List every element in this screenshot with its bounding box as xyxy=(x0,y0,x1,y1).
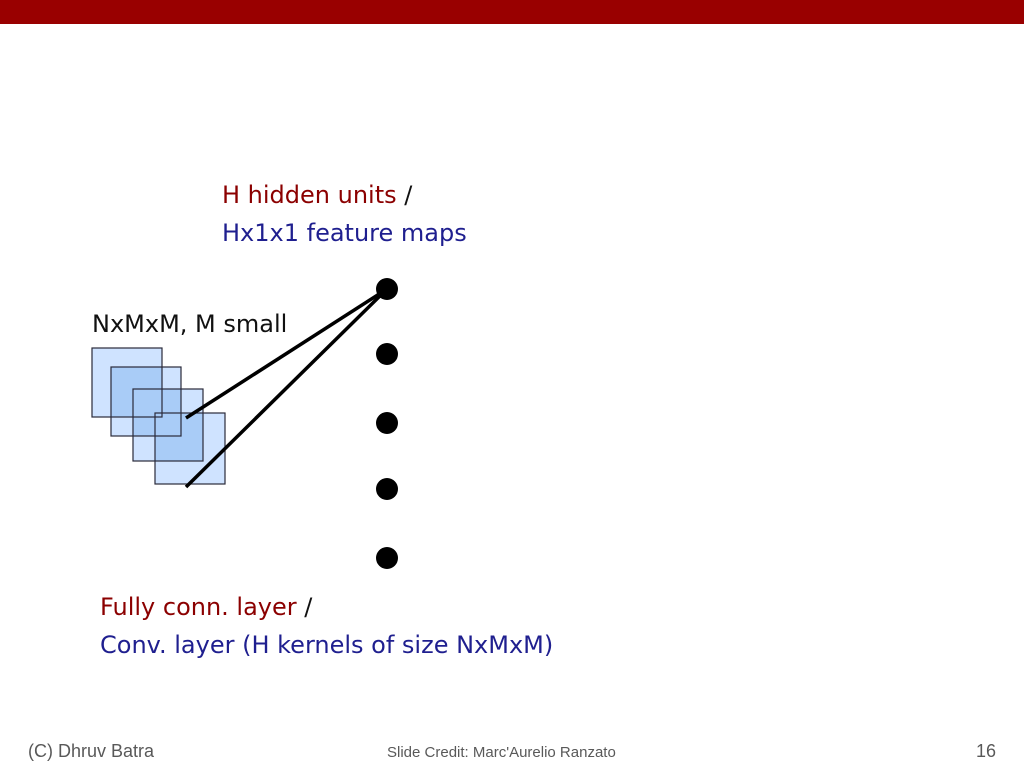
fc-layer-slash: / xyxy=(296,593,313,621)
feature-maps-text: Hx1x1 feature maps xyxy=(222,219,467,247)
connection-line-lower xyxy=(184,287,389,489)
input-map-edge-3 xyxy=(132,388,204,462)
input-map-edge-2 xyxy=(110,366,182,437)
hidden-unit-5 xyxy=(376,547,398,569)
footer-credit: Slide Credit: Marc'Aurelio Ranzato xyxy=(387,744,616,761)
fc-layer-label: Fully conn. layer / xyxy=(100,588,312,626)
hidden-unit-3 xyxy=(376,412,398,434)
input-volume xyxy=(91,347,226,485)
hidden-unit-1 xyxy=(376,278,398,300)
hidden-unit-4 xyxy=(376,478,398,500)
conv-layer-label: Conv. layer (H kernels of size NxMxM) xyxy=(100,626,553,664)
hidden-units-slash: / xyxy=(396,181,413,209)
input-map-edge-1 xyxy=(91,347,163,418)
connection-line-upper xyxy=(185,287,388,420)
input-map-overlap-3 xyxy=(155,413,203,461)
fc-layer-text: Fully conn. layer xyxy=(100,593,297,621)
conv-layer-text: Conv. layer (H kernels of size NxMxM) xyxy=(100,631,554,659)
footer-author: (C) Dhruv Batra xyxy=(28,741,155,761)
input-size-label: NxMxM, M small xyxy=(92,310,288,338)
feature-maps-label: Hx1x1 feature maps xyxy=(222,214,467,252)
page-number: 16 xyxy=(976,741,997,761)
hidden-unit-2 xyxy=(376,343,398,365)
slide-top-bar xyxy=(0,0,1024,24)
hidden-units-label: H hidden units / xyxy=(222,176,412,214)
hidden-units-text: H hidden units xyxy=(222,181,397,209)
